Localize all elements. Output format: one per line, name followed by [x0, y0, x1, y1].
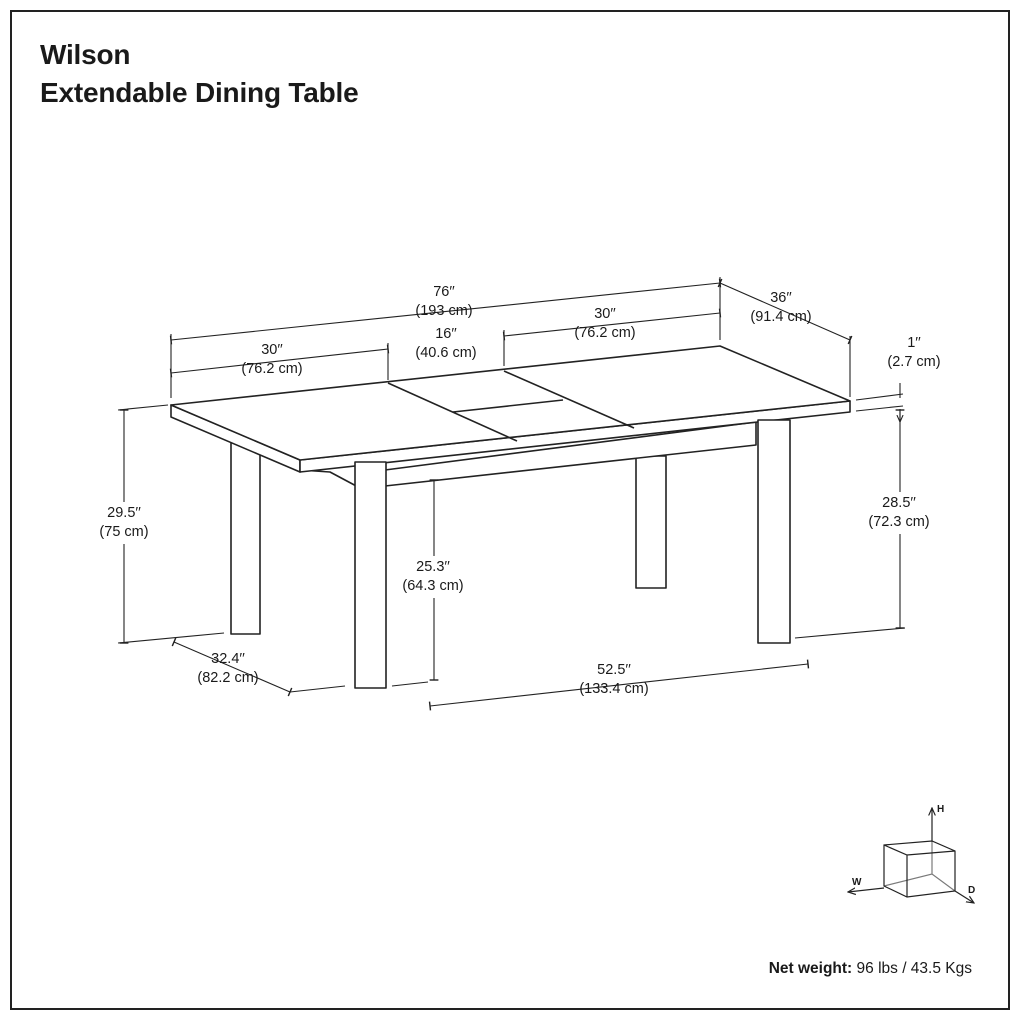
dimension-lines	[117, 277, 905, 711]
page-frame	[10, 10, 1010, 1010]
leg-front-left	[354, 461, 387, 689]
label-total-height: 29.5′′(75 cm)	[99, 502, 149, 544]
title-line-1: Wilson	[40, 39, 131, 70]
dimline-leg-span-depth	[171, 637, 293, 697]
dimline-top-thickness	[855, 393, 904, 412]
axis-label-h: H	[937, 804, 945, 815]
leaf-seam-right	[503, 370, 635, 429]
label-overall-length: 76′′(193 cm)	[415, 284, 473, 319]
axis-label-w: W	[852, 877, 862, 888]
label-depth: 36′′(91.4 cm)	[750, 290, 812, 325]
dimline-right-leaf	[502, 308, 722, 341]
net-weight-value: 96 lbs / 43.5 Kgs	[856, 960, 972, 977]
leg-back-right	[635, 455, 667, 589]
table-drawing	[170, 345, 851, 689]
tabletop-surface	[170, 345, 851, 461]
label-leg-span-length: 52.5′′(133.4 cm)	[579, 662, 649, 697]
dimline-leg-span-length	[428, 659, 810, 711]
leg-back-left	[230, 439, 261, 635]
net-weight-label: Net weight:	[768, 960, 853, 977]
label-left-leaf: 30′′(76.2 cm)	[241, 342, 303, 377]
dimline-overall-length	[169, 278, 722, 345]
product-title: Wilson Extendable Dining Table	[40, 36, 359, 112]
label-center-leaf: 16′′(40.6 cm)	[415, 326, 477, 361]
leg-front-right	[757, 419, 791, 644]
label-right-leaf: 30′′(76.2 cm)	[574, 306, 636, 341]
dimline-depth	[717, 278, 853, 345]
label-apron-clearance: 25.3′′(64.3 cm)	[402, 556, 464, 598]
axis-cube-icon	[848, 808, 974, 903]
axis-label-d: D	[968, 885, 976, 896]
net-weight: Net weight: 96 lbs / 43.5 Kgs	[769, 960, 972, 978]
label-leg-span-depth: 32.4′′(82.2 cm)	[197, 651, 259, 686]
dimline-left-leaf	[169, 344, 390, 378]
leaf-seam-left	[387, 382, 518, 442]
title-line-2: Extendable Dining Table	[40, 77, 359, 108]
label-top-thickness: 1′′(2.7 cm)	[887, 335, 941, 370]
label-leg-height: 28.5′′(72.3 cm)	[868, 492, 930, 534]
leaf-seam-center	[452, 399, 564, 413]
